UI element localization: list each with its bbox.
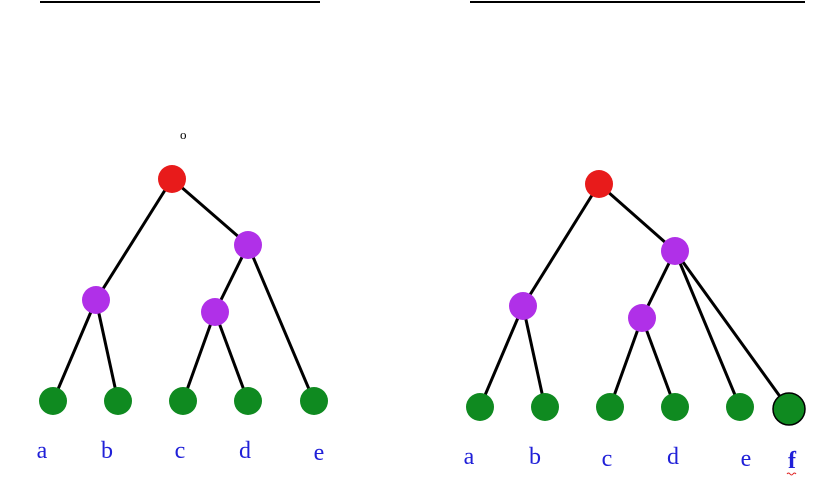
edge-p2-e [246, 244, 316, 402]
tree-edges [478, 182, 791, 410]
edge-r-p1 [94, 178, 174, 301]
leaf-node-c [169, 387, 197, 415]
leaf-label-c: c [602, 446, 613, 472]
new-leaf-underline [786, 472, 797, 476]
leaf-label-f: f [788, 448, 797, 474]
root-node-r [158, 165, 186, 193]
leaf-node-d [234, 387, 262, 415]
edge-r-p2 [171, 177, 249, 247]
marker-label: o [180, 127, 187, 142]
tree-nodes [466, 170, 806, 426]
leaf-label-e: e [314, 440, 325, 466]
edge-p2-e [673, 250, 742, 408]
tree-before-insertion: a b c d e [37, 165, 328, 466]
tree-leaf-labels: a b c d e f [464, 444, 797, 476]
leaf-label-d: d [667, 444, 679, 470]
tree-leaf-labels: a b c d e [37, 438, 325, 466]
leaf-node-f [772, 392, 806, 426]
tree-after-insertion: a b c d e f [464, 170, 806, 476]
edge-p3-c [608, 317, 644, 408]
leaf-node-b [531, 393, 559, 421]
leaf-node-b [104, 387, 132, 415]
internal-node-p3 [628, 304, 656, 332]
leaf-node-e [300, 387, 328, 415]
leaf-label-c: c [175, 438, 186, 464]
leaf-label-a: a [464, 444, 475, 470]
edge-r-p2 [598, 182, 676, 253]
edge-p1-a [478, 305, 525, 408]
internal-node-p1 [82, 286, 110, 314]
tree-nodes [39, 165, 328, 415]
tree-edges [51, 177, 316, 402]
root-node-r [585, 170, 613, 198]
leaf-node-e [726, 393, 754, 421]
internal-node-p2 [234, 231, 262, 259]
edge-p3-d [640, 317, 677, 408]
leaf-node-c [596, 393, 624, 421]
leaf-node-d [661, 393, 689, 421]
edge-p1-b [521, 305, 547, 408]
leaf-label-b: b [529, 444, 541, 470]
edge-p3-c [181, 311, 217, 402]
leaf-label-b: b [101, 438, 113, 464]
leaf-node-a [39, 387, 67, 415]
internal-node-p2 [661, 237, 689, 265]
edge-p1-b [94, 299, 120, 402]
leaf-label-a: a [37, 438, 48, 464]
leaf-node-a [466, 393, 494, 421]
edge-p2-f [673, 250, 791, 410]
leaf-label-e: e [741, 446, 752, 472]
edge-p1-a [51, 299, 98, 402]
edge-r-p1 [521, 183, 601, 307]
internal-node-p3 [201, 298, 229, 326]
internal-node-p1 [509, 292, 537, 320]
leaf-label-d: d [239, 438, 251, 464]
edge-p3-d [213, 311, 250, 402]
